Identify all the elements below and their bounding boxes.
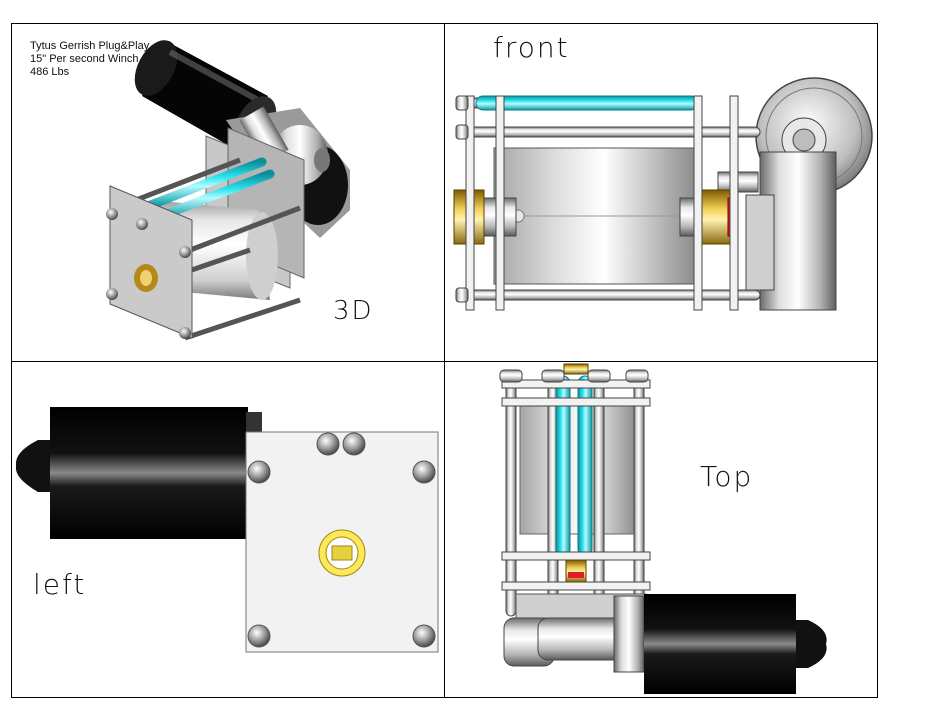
top-cyan-rods	[555, 375, 593, 557]
iso-view: Tytus Gerrish Plug&Play 15" Per second W…	[30, 40, 374, 341]
front-view: front	[453, 31, 873, 311]
front-gearbox	[717, 151, 837, 311]
front-rod-nuts	[455, 95, 469, 303]
left-view-label: left	[33, 568, 86, 601]
top-view-label: Top	[700, 460, 753, 493]
top-gearbox	[503, 593, 649, 673]
title-block-line1: Tytus Gerrish Plug&Play	[30, 40, 150, 52]
iso-view-label: 3D	[333, 296, 374, 326]
top-plates	[501, 379, 651, 591]
front-plates	[465, 95, 739, 311]
iso-cyan-rods	[143, 157, 275, 223]
viewport-frame	[11, 23, 878, 698]
top-view: Top	[499, 363, 827, 694]
front-cyan-rod	[475, 95, 699, 111]
left-motor	[15, 407, 262, 539]
front-view-label: front	[493, 31, 570, 64]
title-block-line3: 486 Lbs	[30, 66, 70, 78]
left-plate	[245, 431, 439, 653]
left-view: left	[15, 407, 439, 653]
title-block-line2: 15" Per second Winch	[30, 53, 138, 65]
top-rod-nuts	[499, 363, 649, 383]
iso-front-plate	[106, 185, 193, 339]
top-shaft	[565, 559, 587, 583]
top-motor	[644, 594, 827, 694]
front-drum	[493, 147, 695, 285]
